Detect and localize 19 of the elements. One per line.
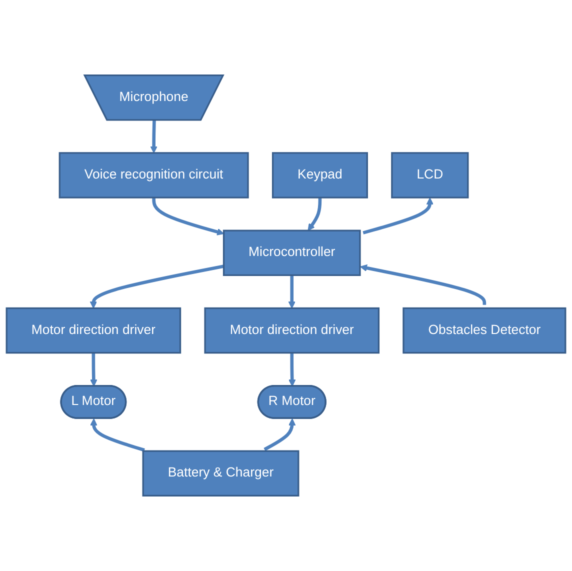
arrow — [90, 264, 224, 309]
arrow — [362, 198, 434, 234]
node-box: Battery & Charger — [142, 450, 300, 496]
arrow — [360, 264, 486, 305]
arrow — [90, 352, 98, 387]
arrow — [90, 418, 145, 452]
node-box: Voice recognition circuit — [58, 152, 249, 198]
node-box: LCD — [391, 152, 469, 198]
node-box: Keypad — [272, 152, 368, 198]
node-box: Motor direction driver — [6, 307, 182, 354]
arrow — [308, 198, 322, 231]
node-box: Microcontroller — [222, 230, 361, 276]
arrow — [150, 120, 158, 154]
arrow — [264, 418, 296, 451]
node-box: Motor direction driver — [204, 307, 380, 354]
arrow — [288, 275, 296, 309]
arrow — [288, 352, 296, 387]
arrow — [152, 198, 224, 236]
node-box: Obstacles Detector — [402, 307, 566, 354]
